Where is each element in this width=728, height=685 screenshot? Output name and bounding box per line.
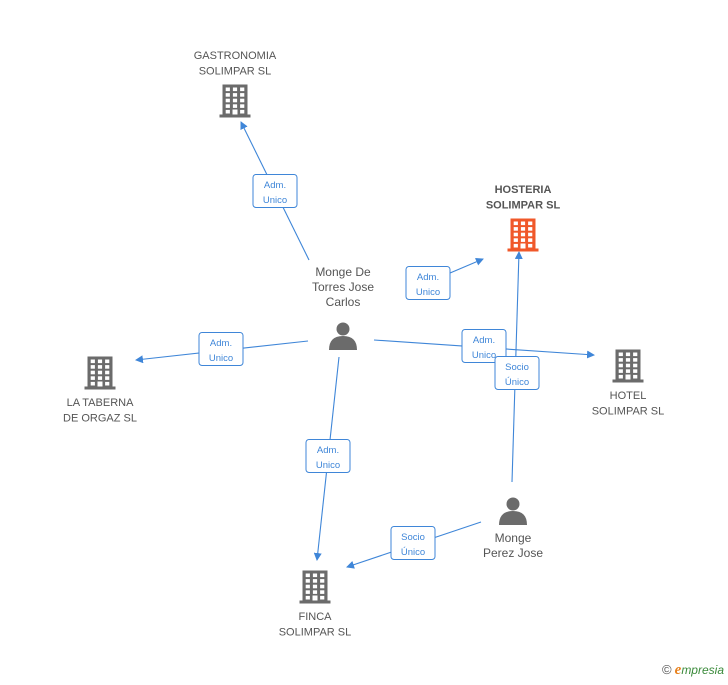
node-taberna[interactable]: LA TABERNA DE ORGAZ SL: [63, 356, 137, 425]
node-label-line: Carlos: [326, 295, 361, 309]
node-label-line: SOLIMPAR SL: [592, 406, 665, 418]
node-label-line: SOLIMPAR SL: [486, 200, 561, 212]
node-label-line: HOSTERIA: [495, 184, 552, 196]
badge-box: [494, 356, 540, 390]
building-icon: [219, 84, 251, 118]
badge-box: [390, 526, 436, 560]
node-hotel[interactable]: HOTEL SOLIMPAR SL: [592, 349, 665, 418]
badge-text: Único: [505, 377, 529, 388]
badge-text: Adm.: [417, 272, 439, 283]
node-finca[interactable]: FINCA SOLIMPAR SL: [279, 570, 352, 639]
badge-box: [405, 266, 451, 300]
badge-text: Único: [401, 547, 425, 558]
building-icon: [507, 218, 539, 252]
badge-text: Socio: [401, 532, 425, 543]
edge-label-badge[interactable]: Adm. Unico: [461, 329, 507, 363]
building-icon: [612, 349, 644, 383]
brand-name: mpresia: [681, 663, 724, 677]
node-label-line: DE ORGAZ SL: [63, 413, 137, 425]
node-label-line: SOLIMPAR SL: [279, 627, 352, 639]
node-gastronomia[interactable]: GASTRONOMIA SOLIMPAR SL: [194, 50, 277, 118]
node-label-line: GASTRONOMIA: [194, 50, 277, 62]
badge-text: Unico: [416, 287, 440, 298]
badge-box: [252, 174, 298, 208]
node-label-line: Monge De: [315, 265, 371, 279]
badge-box: [461, 329, 507, 363]
edge-label-badge[interactable]: Adm. Unico: [198, 332, 244, 366]
node-label-line: SOLIMPAR SL: [199, 66, 272, 78]
badge-text: Adm.: [473, 335, 495, 346]
node-label-line: Monge: [495, 531, 532, 545]
edge-label-badge[interactable]: Adm. Unico: [252, 174, 298, 208]
edge-label-badge[interactable]: Adm. Unico: [305, 439, 351, 473]
badge-text: Unico: [209, 353, 233, 364]
node-label-line: FINCA: [299, 611, 333, 623]
node-label-line: Perez Jose: [483, 546, 543, 560]
building-icon: [84, 356, 116, 390]
node-label-line: HOTEL: [610, 390, 647, 402]
person-icon: [499, 497, 527, 525]
badge-text: Unico: [316, 460, 340, 471]
node-label-line: LA TABERNA: [67, 397, 135, 409]
empresia-watermark: ©empresia: [662, 662, 724, 679]
copyright-symbol: ©: [662, 662, 672, 677]
brand-initial: e: [674, 662, 682, 678]
badge-text: Adm.: [264, 180, 286, 191]
node-hosteria[interactable]: HOSTERIA SOLIMPAR SL: [486, 184, 561, 252]
badge-text: Adm.: [317, 445, 339, 456]
badge-text: Adm.: [210, 338, 232, 349]
badge-box: [198, 332, 244, 366]
badge-text: Unico: [472, 350, 496, 361]
edge-label-badge[interactable]: Adm. Unico: [405, 266, 451, 300]
person-icon: [329, 322, 357, 350]
badge-text: Unico: [263, 195, 287, 206]
badge-text: Socio: [505, 362, 529, 373]
badge-box: [305, 439, 351, 473]
node-label-line: Torres Jose: [312, 280, 374, 294]
building-icon: [299, 570, 331, 604]
